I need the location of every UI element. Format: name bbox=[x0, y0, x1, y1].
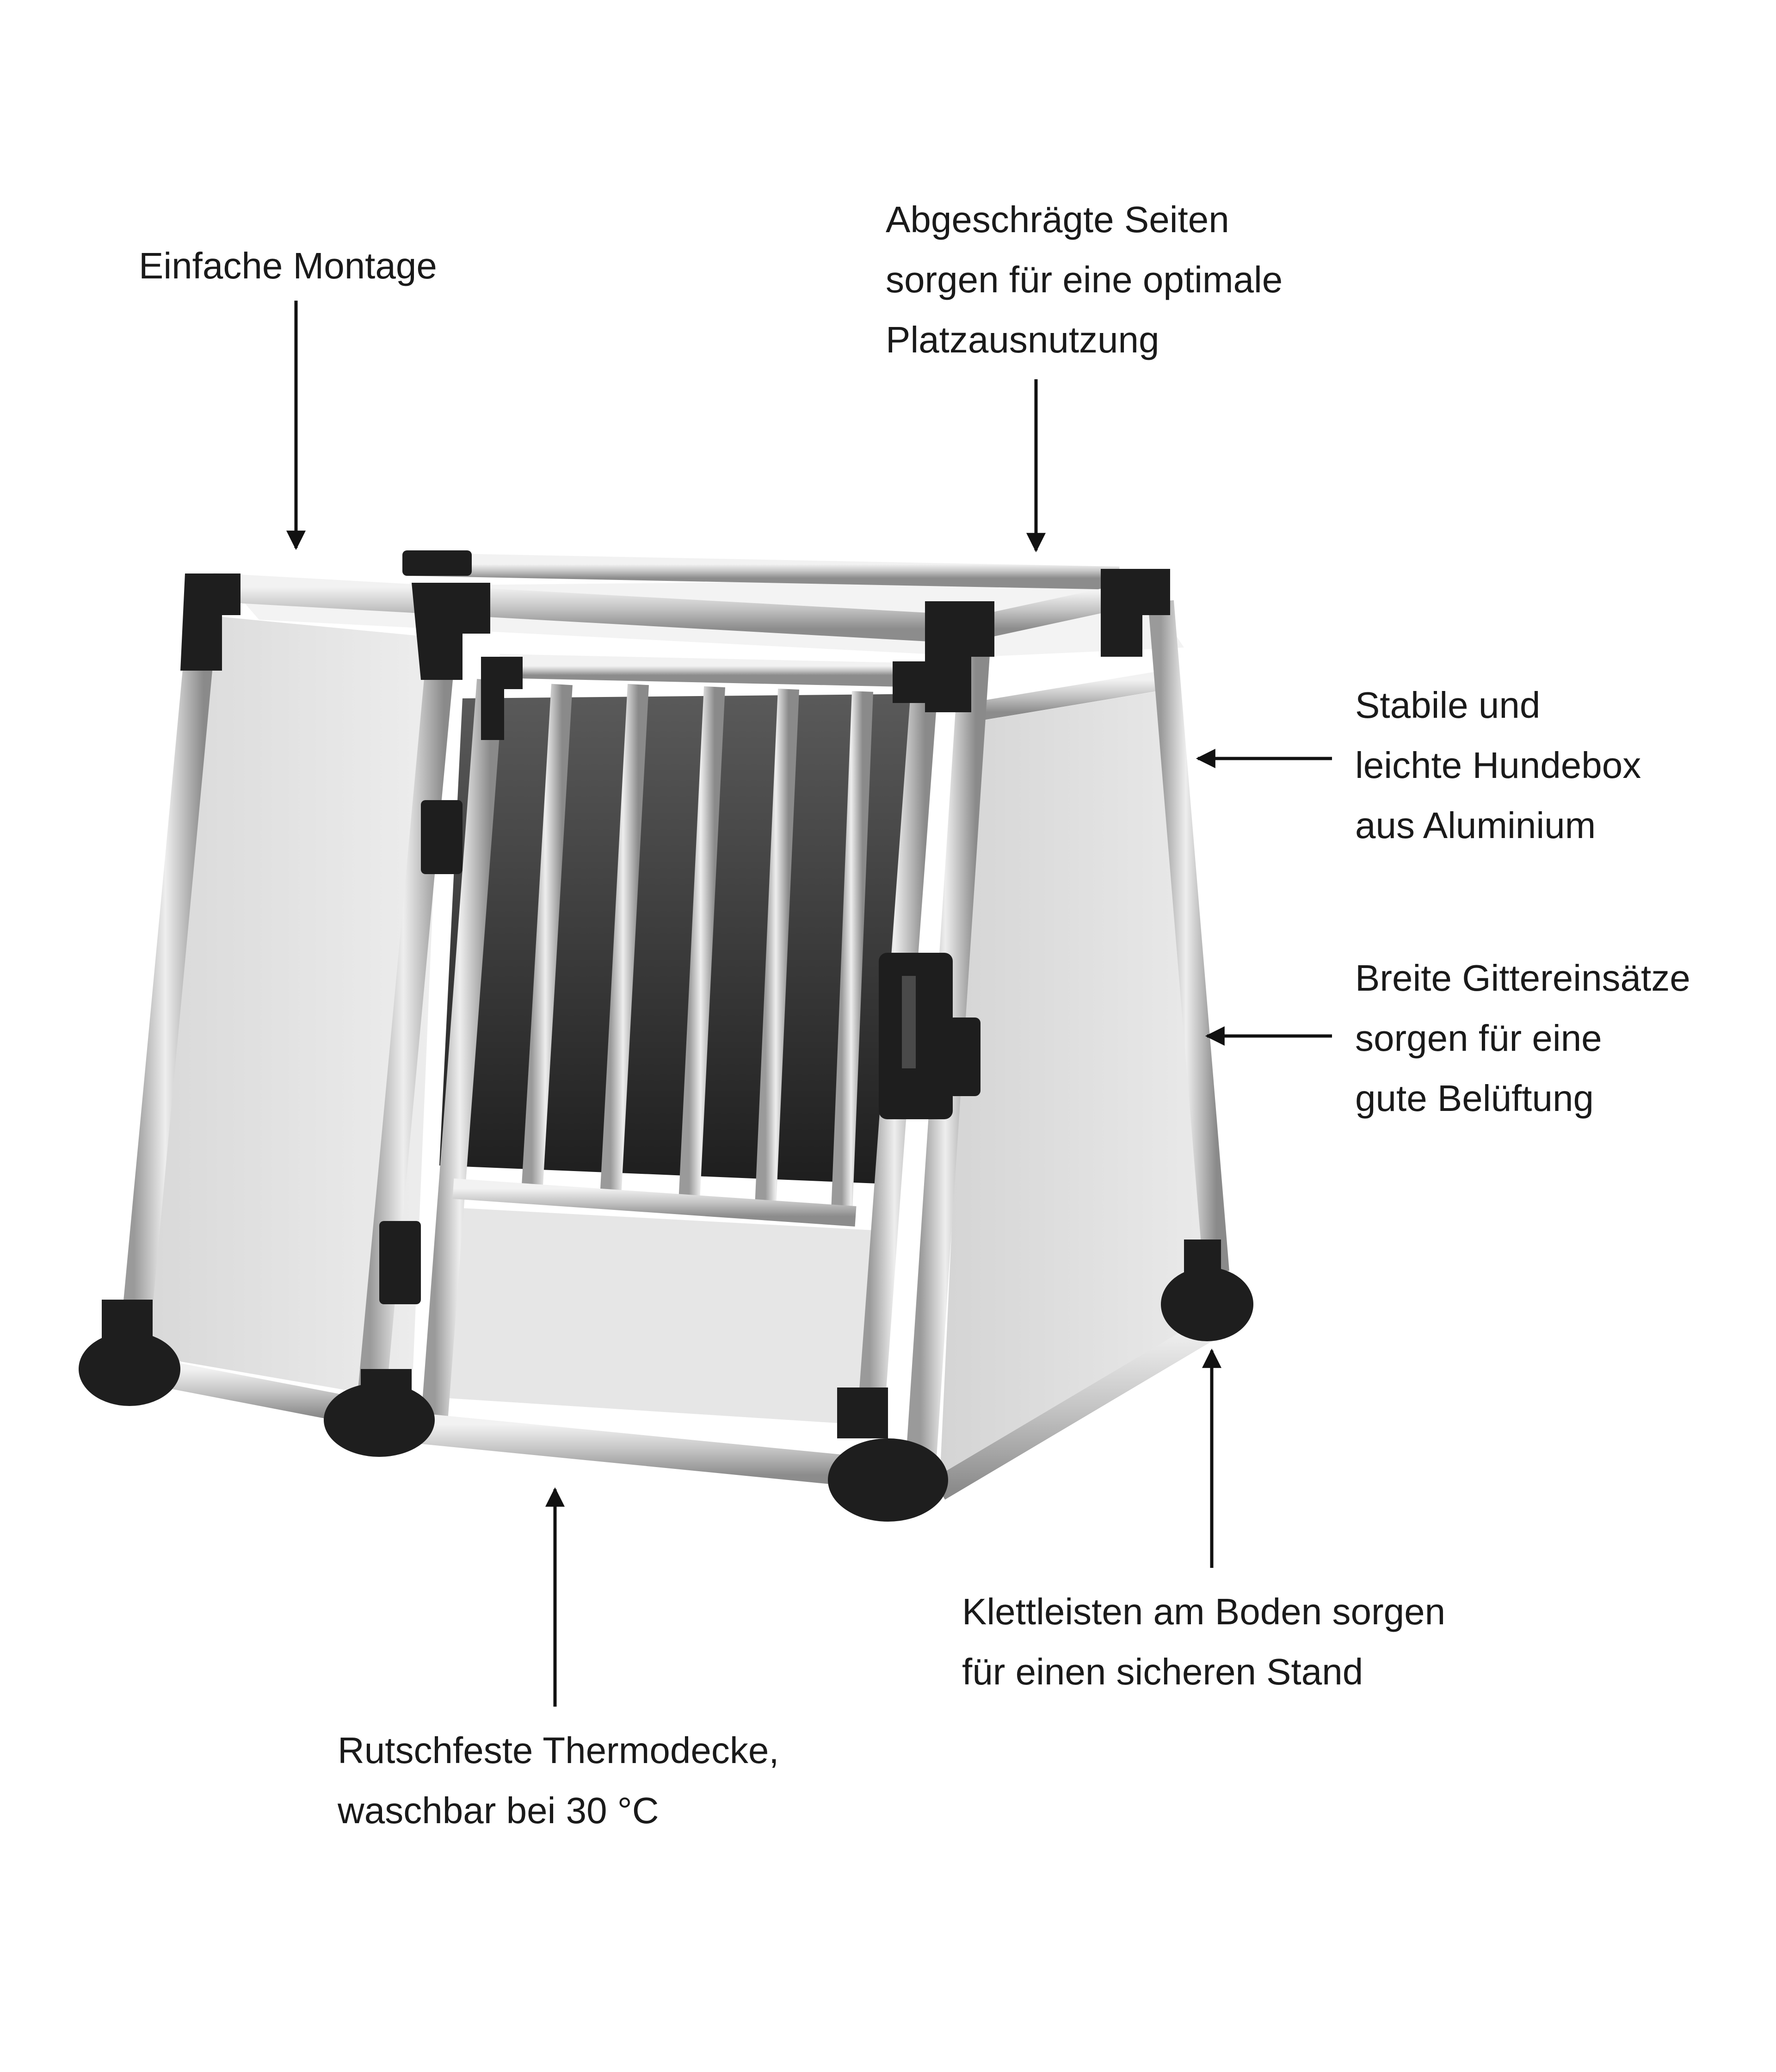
hinge-lower bbox=[379, 1221, 421, 1304]
callout-ventilation-line-2: sorgen für eine bbox=[1355, 1018, 1602, 1059]
door-bottom-panel bbox=[426, 1207, 874, 1424]
callout-material-line-2: leichte Hundebox bbox=[1355, 745, 1641, 786]
corner-top-back bbox=[402, 550, 472, 576]
callout-blanket-line-2: waschbar bei 30 °C bbox=[338, 1790, 659, 1831]
corner-door-top-right bbox=[893, 661, 939, 703]
callout-assembly: Einfache Montage bbox=[139, 236, 437, 296]
callout-sides-line-2: sorgen für eine optimale bbox=[886, 259, 1283, 300]
corner-door-top-left bbox=[481, 657, 523, 740]
callout-velcro-line-1: Klettleisten am Boden sorgen bbox=[962, 1591, 1446, 1632]
callout-sides: Abgeschrägte Seiten sorgen für eine opti… bbox=[886, 190, 1283, 370]
callout-sides-line-3: Platzausnutzung bbox=[886, 319, 1159, 360]
callout-material-line-1: Stabile und bbox=[1355, 684, 1541, 726]
callout-sides-line-1: Abgeschrägte Seiten bbox=[886, 199, 1229, 240]
left-front-panel bbox=[143, 615, 444, 1401]
corner-top-mid bbox=[412, 583, 490, 680]
hinge-upper bbox=[421, 800, 462, 874]
callout-velcro: Klettleisten am Boden sorgen für einen s… bbox=[962, 1582, 1445, 1702]
corner-top-front-right bbox=[925, 601, 994, 712]
callout-velcro-line-2: für einen sicheren Stand bbox=[962, 1651, 1363, 1692]
callout-ventilation-line-1: Breite Gittereinsätze bbox=[1355, 957, 1690, 999]
callout-ventilation: Breite Gittereinsätze sorgen für eine gu… bbox=[1355, 948, 1690, 1128]
foot-front-right bbox=[828, 1438, 948, 1522]
right-side-panel bbox=[939, 689, 1221, 1498]
callout-blanket-line-1: Rutschfeste Thermodecke, bbox=[338, 1730, 779, 1771]
callout-material: Stabile und leichte Hundebox aus Alumini… bbox=[1355, 675, 1641, 856]
callout-material-line-3: aus Aluminium bbox=[1355, 805, 1596, 846]
corner-top-left bbox=[180, 574, 240, 671]
callout-ventilation-line-3: gute Belüftung bbox=[1355, 1078, 1594, 1119]
door-bars bbox=[521, 684, 873, 1212]
callout-arrows bbox=[286, 301, 1332, 1707]
crate-illustration bbox=[79, 550, 1253, 1522]
corner-top-back-right bbox=[1101, 569, 1170, 657]
callout-blanket: Rutschfeste Thermodecke, waschbar bei 30… bbox=[338, 1720, 779, 1841]
callout-assembly-line-1: Einfache Montage bbox=[139, 245, 437, 286]
